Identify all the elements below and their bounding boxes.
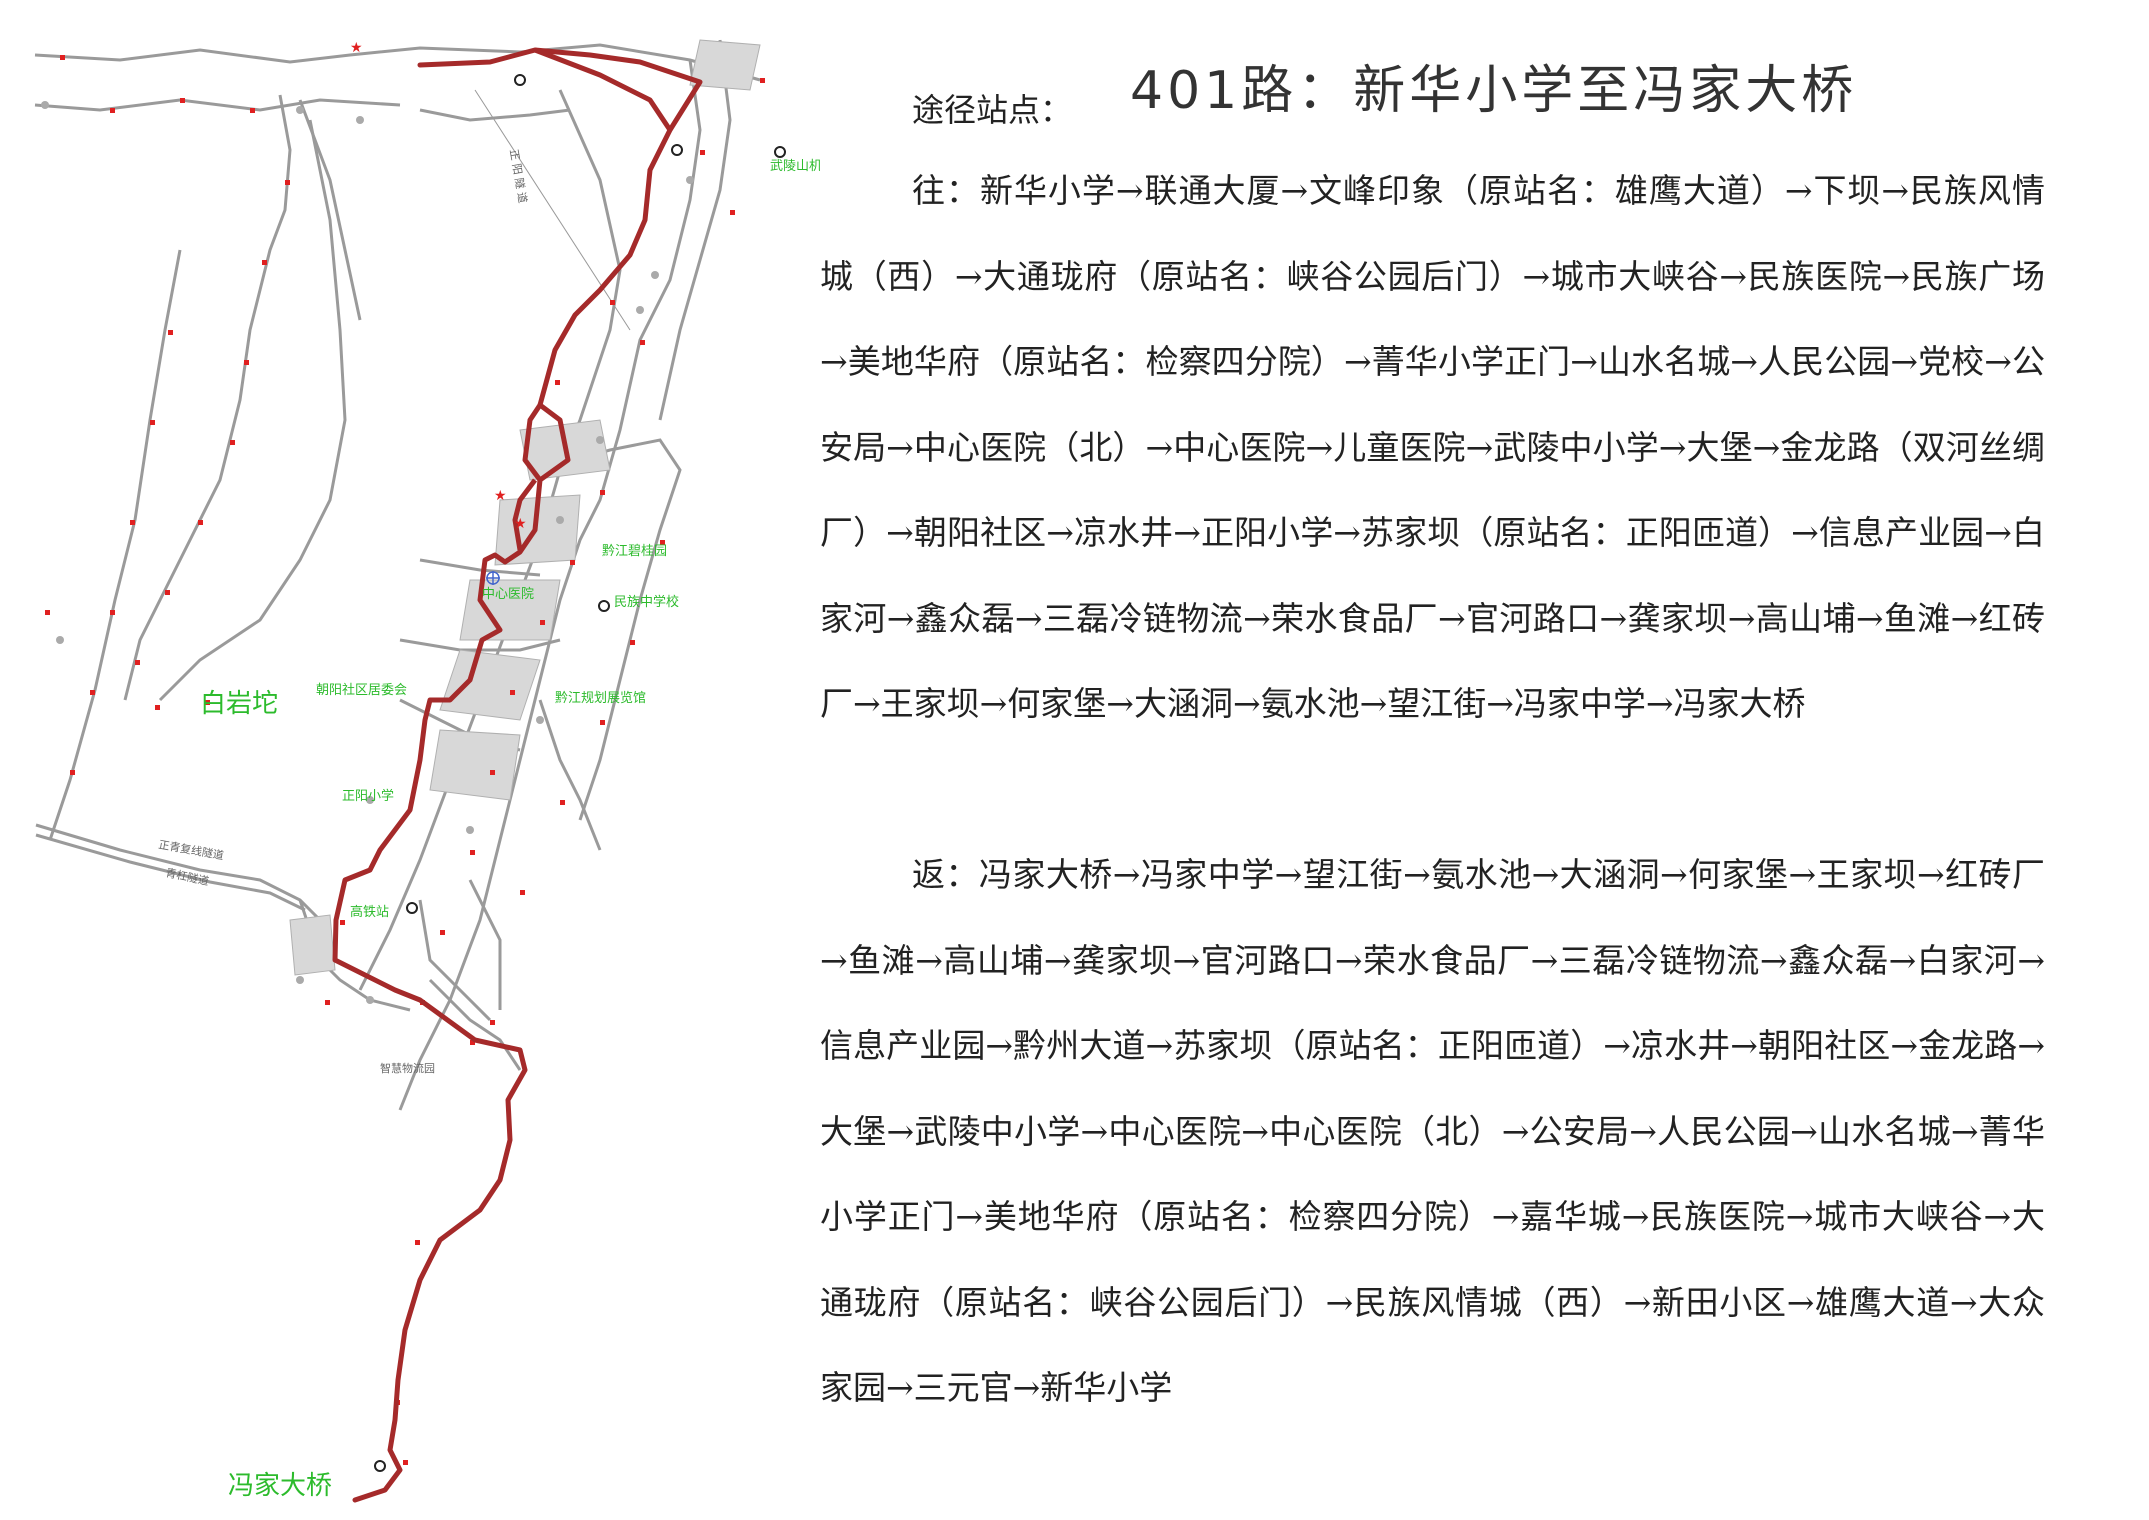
svg-text:★: ★	[514, 516, 527, 532]
route-line	[332, 47, 703, 1503]
label-chaoyangshequ: 朝阳社区居委会	[316, 682, 407, 698]
label-zhongxinyiyuan: 中心医院	[482, 587, 534, 602]
label-gaotiezhan: 高铁站	[350, 904, 389, 920]
poi-pins	[41, 101, 694, 1004]
stops-label: 途径站点：	[912, 91, 1073, 129]
route-spur-2	[512, 478, 537, 551]
transit-stations	[374, 74, 786, 1472]
label-baiyantuo: 白岩坨	[200, 689, 278, 719]
label-zhengyangxiaoxue: 正阳小学	[342, 788, 394, 804]
road-network	[34, 39, 761, 1111]
label-zhengyangsuidao: 正 阳 隧 道	[507, 148, 530, 204]
stop-markers	[45, 55, 765, 1465]
label-wulingshanjichang: 武陵山机场	[770, 159, 820, 174]
label-minzuzhongxuexiao: 民族中学校	[614, 594, 679, 610]
label-fengjiadaqiao: 冯家大桥	[228, 1471, 332, 1501]
page-title: 401路：新华小学至冯家大桥	[1130, 61, 1858, 121]
route-spur	[522, 403, 543, 482]
tunnel-line	[474, 89, 631, 331]
label-qinggangsuidao: 青杠隧道	[164, 865, 210, 888]
hospital-icon	[486, 571, 500, 585]
inbound-route: 返：冯家大桥→冯家中学→望江街→氨水池→大涵洞→何家堡→王家坝→红砖厂→鱼滩→高…	[820, 855, 2045, 1407]
svg-text:★: ★	[494, 488, 507, 504]
route-map: ★ ★ ★ 白岩坨 冯家大桥 中心医院 黔江碧桂园 民族中学校 朝阳社区居委会 黔江…	[34, 39, 820, 1503]
building-blocks	[289, 39, 761, 976]
svg-text:★: ★	[350, 40, 363, 56]
label-qianjiangguihua: 黔江规划展览馆	[555, 690, 646, 706]
label-qianjiangbiguiyuan: 黔江碧桂园	[602, 544, 667, 559]
star-markers: ★ ★ ★	[350, 40, 527, 532]
route-top-loop	[534, 47, 673, 132]
label-zhengqingfuxian: 正青复线隧道	[157, 837, 224, 862]
label-zhihuiwuliuyuan: 智慧物流园	[380, 1061, 435, 1075]
outbound-route: 往：新华小学→联通大厦→文峰印象（原站名：雄鹰大道）→下坝→民族风情城（西）→大…	[820, 171, 2045, 723]
